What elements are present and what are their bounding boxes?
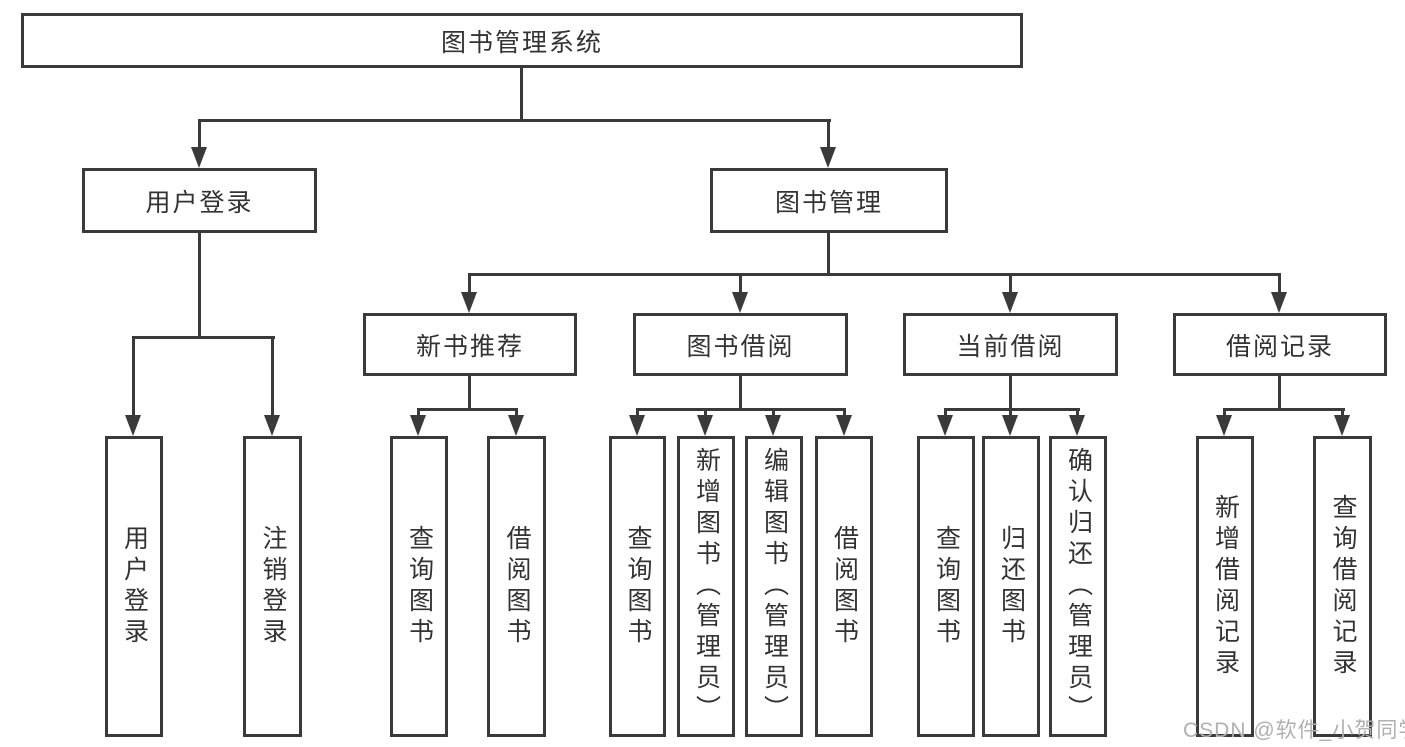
connector-g3-rail	[944, 408, 1080, 411]
arrowhead-g3-3	[1069, 415, 1085, 436]
leaf-borrow-books-1: 借阅图书	[487, 436, 546, 737]
leaf-query-books-3-label: 查询图书	[932, 524, 961, 649]
connector-g2-stem	[739, 376, 742, 408]
connector-g4-stem	[1278, 376, 1281, 408]
connector-g1-stem	[468, 376, 471, 408]
leaf-add-borrow-record: 新增借阅记录	[1196, 436, 1254, 737]
leaf-add-books-admin-label: 新增图书（管理员）	[692, 447, 721, 726]
leaf-query-books-1: 查询图书	[390, 436, 448, 737]
connector-drop-book-management	[827, 119, 830, 149]
leaf-edit-books-admin: 编辑图书（管理员）	[745, 436, 803, 737]
leaf-user-login-label: 用户登录	[120, 524, 149, 649]
arrowhead-book-borrow	[732, 292, 748, 313]
connector-drop-leaf-logout	[271, 336, 274, 418]
arrowhead-borrow-records	[1271, 292, 1287, 313]
connector-book-mgmt-rail	[468, 273, 1281, 276]
leaf-query-books-1-label: 查询图书	[405, 524, 434, 649]
leaf-confirm-return-admin: 确认归还（管理员）	[1049, 436, 1107, 737]
connector-g3-drop-1	[944, 408, 947, 418]
connector-g2-rail	[636, 408, 846, 411]
arrowhead-g4-2	[1334, 415, 1350, 436]
connector-drop-current-borrow	[1009, 273, 1012, 293]
arrowhead-g2-1	[629, 415, 645, 436]
connector-drop-leaf-login	[132, 336, 135, 418]
csdn-watermark: CSDN @软件_小贺同学	[1183, 719, 1405, 742]
node-library-management-system: 图书管理系统	[21, 13, 1023, 68]
node-borrow-records: 借阅记录	[1173, 313, 1387, 376]
connector-g1-drop-1	[417, 408, 420, 418]
node-current-borrow: 当前借阅	[903, 313, 1118, 376]
connector-g4-drop-2	[1341, 408, 1344, 418]
connector-g2-drop-3	[772, 408, 775, 418]
connector-g2-drop-1	[636, 408, 639, 418]
connector-g3-drop-3	[1076, 408, 1079, 418]
connector-root-stem	[520, 68, 523, 119]
connector-g1-drop-2	[515, 408, 518, 418]
arrowhead-current-borrow	[1002, 292, 1018, 313]
arrowhead-leaf-login	[125, 415, 141, 436]
leaf-query-books-3: 查询图书	[917, 436, 975, 737]
connector-user-login-rail	[132, 336, 275, 339]
leaf-logout: 注销登录	[243, 436, 302, 737]
leaf-query-books-2: 查询图书	[609, 436, 666, 737]
connector-g3-stem	[1009, 376, 1012, 408]
leaf-query-borrow-record: 查询借阅记录	[1313, 436, 1372, 737]
arrowhead-g1-1	[410, 415, 426, 436]
connector-g2-drop-4	[843, 408, 846, 418]
leaf-borrow-books-1-label: 借阅图书	[503, 524, 531, 649]
connector-user-login-stem	[198, 233, 201, 336]
arrowhead-g4-1	[1216, 415, 1232, 436]
connector-g1-rail	[417, 408, 518, 411]
arrowhead-new-book	[461, 292, 477, 313]
arrowhead-user-login	[191, 147, 207, 168]
leaf-confirm-return-admin-label: 确认归还（管理员）	[1064, 447, 1093, 726]
connector-drop-book-borrow	[739, 273, 742, 293]
connector-drop-borrow-records	[1278, 273, 1281, 293]
leaf-return-books-label: 归还图书	[997, 524, 1026, 649]
leaf-user-login: 用户登录	[105, 436, 163, 737]
arrowhead-leaf-logout	[264, 415, 280, 436]
leaf-return-books: 归还图书	[982, 436, 1040, 737]
leaf-edit-books-admin-label: 编辑图书（管理员）	[760, 447, 789, 726]
leaf-add-books-admin: 新增图书（管理员）	[677, 436, 735, 737]
leaf-query-borrow-record-label: 查询借阅记录	[1329, 493, 1357, 680]
arrowhead-g2-3	[765, 415, 781, 436]
leaf-query-books-2-label: 查询图书	[624, 524, 652, 649]
arrowhead-g3-1	[937, 415, 953, 436]
connector-g2-drop-2	[704, 408, 707, 418]
node-book-borrow: 图书借阅	[633, 313, 848, 376]
arrowhead-g2-2	[697, 415, 713, 436]
leaf-borrow-books-2: 借阅图书	[815, 436, 873, 737]
connector-g3-drop-2	[1009, 408, 1012, 418]
arrowhead-book-management	[820, 147, 836, 168]
connector-book-mgmt-stem	[827, 233, 830, 273]
arrowhead-g2-4	[836, 415, 852, 436]
connector-g4-rail	[1223, 408, 1345, 411]
connector-drop-new-book	[468, 273, 471, 293]
connector-root-rail	[198, 119, 831, 122]
leaf-logout-label: 注销登录	[259, 524, 287, 649]
leaf-borrow-books-2-label: 借阅图书	[830, 524, 859, 649]
connector-g4-drop-1	[1223, 408, 1226, 418]
connector-drop-user-login	[198, 119, 201, 149]
arrowhead-g3-2	[1002, 415, 1018, 436]
node-book-management: 图书管理	[710, 168, 948, 233]
arrowhead-g1-2	[508, 415, 524, 436]
node-user-login: 用户登录	[82, 168, 317, 233]
node-new-book-recommend: 新书推荐	[363, 313, 577, 376]
leaf-add-borrow-record-label: 新增借阅记录	[1211, 493, 1240, 680]
